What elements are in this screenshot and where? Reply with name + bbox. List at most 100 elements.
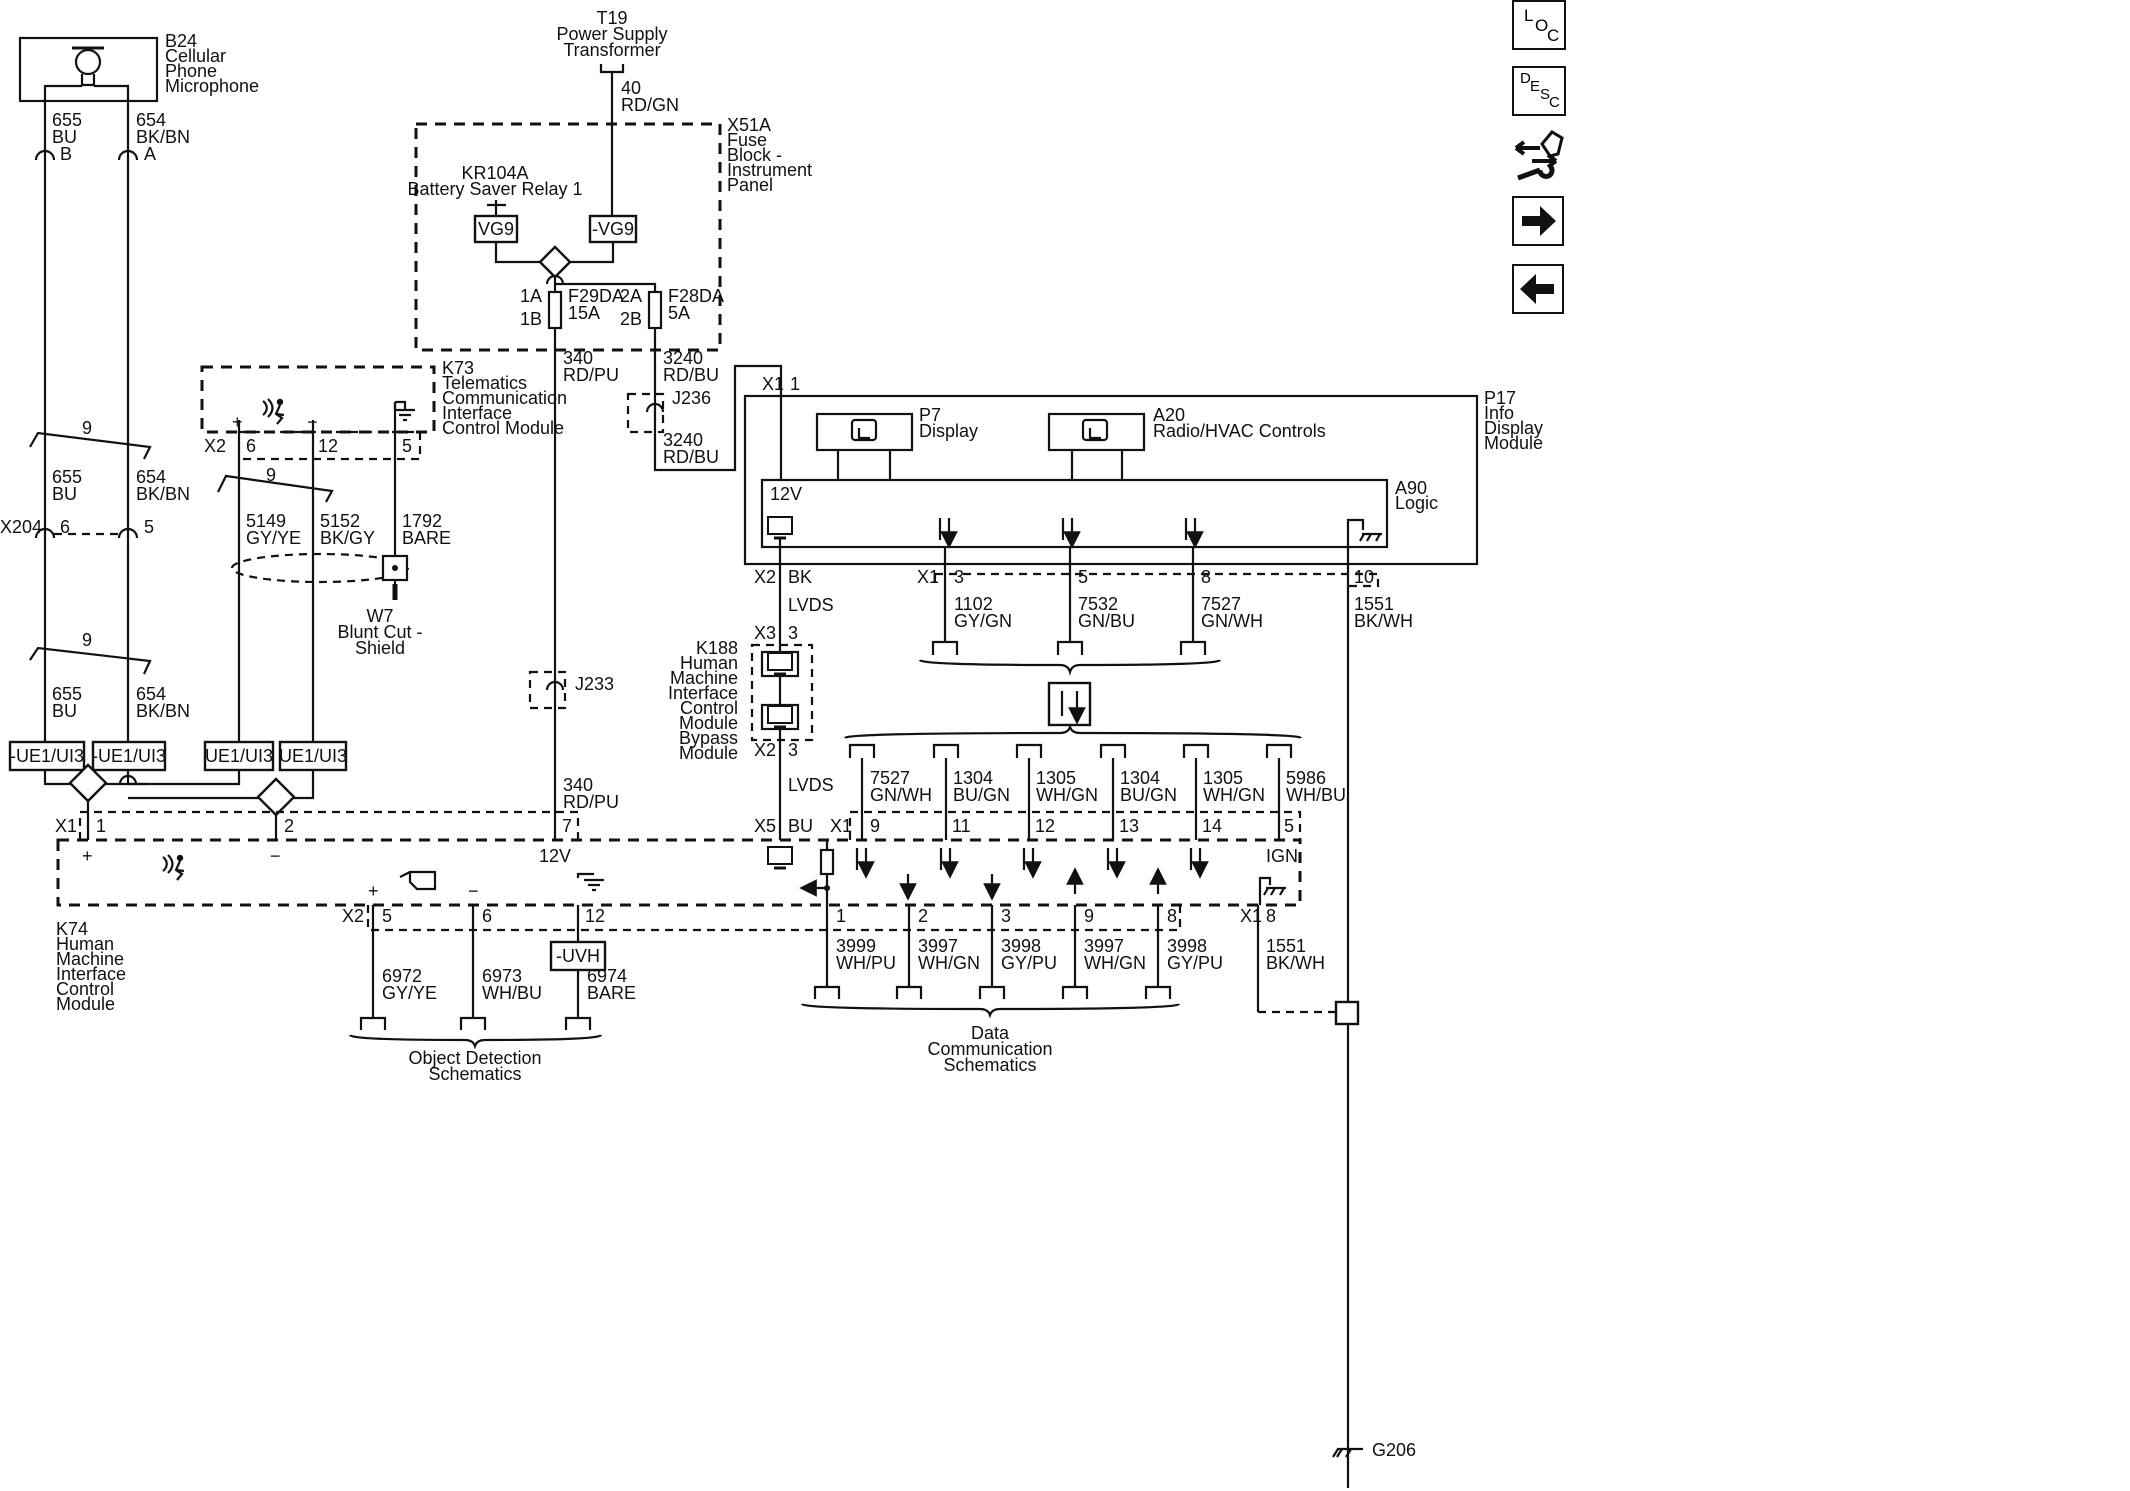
w40-num: 40 [621, 78, 641, 98]
kr104a-label-1: Battery Saver Relay 1 [407, 179, 582, 199]
x51a-label-3: Instrument [727, 160, 812, 180]
nav-desc-button[interactable]: D E S C [1512, 66, 1566, 116]
j236-label: J236 [672, 388, 711, 408]
k74-pin-9: 9 [870, 816, 880, 836]
k74-label-3: Interface [56, 964, 126, 984]
w340-num-a: 340 [563, 348, 593, 368]
k74-pin-5a: 5 [1284, 816, 1294, 836]
k74-x1-c: X1 [1240, 906, 1262, 926]
w7-label-1: Blunt Cut - [337, 622, 422, 642]
k188-label-5: Module [679, 713, 738, 733]
k73-label-2: Communication [442, 388, 567, 408]
f28-rating: 5A [668, 303, 690, 323]
k188-label-6: Bypass [679, 728, 738, 748]
mic-circuits: 655 BU 654 BK/BN B A 9 655 BU 654 BK/BN … [0, 101, 190, 770]
k73-x2: X2 [204, 436, 226, 456]
w654-col-a: BK/BN [136, 127, 190, 147]
arrow-left-icon [1520, 274, 1554, 304]
twist-count-1: 9 [82, 418, 92, 438]
w1551-col-a: BK/WH [1354, 611, 1413, 631]
w5986-num: 5986 [1286, 768, 1326, 788]
loc-letter-c: C [1547, 26, 1560, 45]
w3240-col-a: RD/BU [663, 365, 719, 385]
k188-label-3: Interface [668, 683, 738, 703]
w5986-col: WH/BU [1286, 785, 1346, 805]
f29-pin-out: 1B [520, 309, 542, 329]
w1792-col: BARE [402, 528, 451, 548]
k74-data-arrows [857, 848, 1200, 901]
x204-label: X204 [0, 517, 42, 537]
w654-num-a: 654 [136, 110, 166, 130]
k74-bu: BU [788, 816, 813, 836]
w6972-col: GY/YE [382, 983, 437, 1003]
k188-pin-3a: 3 [788, 623, 798, 643]
nav-back-button[interactable] [1512, 264, 1564, 314]
w655-col-b: BU [52, 484, 77, 504]
opt-neg-uvh: -UVH [556, 946, 600, 966]
k74-x2-pin-6: 6 [482, 906, 492, 926]
f28-pin-in: 2A [620, 286, 642, 306]
nav-tools-button[interactable] [1512, 128, 1564, 184]
g206-label: G206 [1372, 1440, 1416, 1460]
k74-pin-11: 11 [952, 816, 971, 836]
w340-col-a: RD/PU [563, 365, 619, 385]
k74-x5: X5 [754, 816, 776, 836]
k188-label-7: Module [679, 743, 738, 763]
k188-bypass-module: LVDS X3 3 K188 Human Machine Interface C… [668, 560, 834, 840]
w3998-num-a: 3998 [1001, 936, 1041, 956]
w1792-num: 1792 [402, 511, 442, 531]
f29-pin-in: 1A [520, 286, 542, 306]
w6973-col: WH/BU [482, 983, 542, 1003]
k188-label-0: K188 [696, 638, 738, 658]
k74-x1-b: X1 [830, 816, 852, 836]
circuit-340: 340 RD/PU J233 340 RD/PU [528, 328, 619, 840]
lvds-label-a: LVDS [788, 595, 834, 615]
k73-label-4: Control Module [442, 418, 564, 438]
a90-label-1: Logic [1395, 493, 1438, 513]
opt-neg-ue1-2: -UE1/UI3 [92, 746, 166, 766]
k188-label-4: Control [680, 698, 738, 718]
w655-num-b: 655 [52, 467, 82, 487]
data-comm-circuits: 1 2 3 9 8 3999 WH/PU 3997 WH/GN 3998 GY/… [800, 888, 1223, 1075]
w654-col-c: BK/BN [136, 701, 190, 721]
k74-label-5: Module [56, 994, 115, 1014]
f29-name: F29DA [568, 286, 624, 306]
w1304-num-a: 1304 [953, 768, 993, 788]
relay-pin-neg-vg9: -VG9 [592, 219, 634, 239]
p17-label-1: Info [1484, 403, 1514, 423]
w655-col-c: BU [52, 701, 77, 721]
k74-pin-2: 2 [284, 816, 294, 836]
k74-label-4: Control [56, 979, 114, 999]
p17-label-3: Module [1484, 433, 1543, 453]
k188-label-2: Machine [670, 668, 738, 688]
k74-label-1: Human [56, 934, 114, 954]
w7527-col-a: GN/WH [1201, 611, 1263, 631]
p17-label-2: Display [1484, 418, 1543, 438]
k73-pin-12: 12 [318, 436, 338, 456]
nav-forward-button[interactable] [1512, 196, 1564, 246]
w1304-num-b: 1304 [1120, 768, 1160, 788]
b24-microphone: B24 Cellular Phone Microphone [18, 31, 259, 103]
k74-label-0: K74 [56, 919, 88, 939]
ground-g206: X1 8 1551 BK/WH G206 [1240, 905, 1416, 1460]
w3997-col-a: WH/GN [918, 953, 980, 973]
w340-num-b: 340 [563, 775, 593, 795]
obj-det-ref-1: Schematics [428, 1064, 521, 1084]
t19-label-1: Power Supply [556, 24, 667, 44]
k74-obj-plus: + [368, 881, 379, 901]
x51a-fuse-block: X51A Fuse Block - Instrument Panel KR104… [407, 115, 812, 352]
f29-rating: 15A [568, 303, 600, 323]
loc-letter-l: L [1524, 6, 1534, 25]
k74-12v: 12V [539, 846, 571, 866]
w3999-num: 3999 [836, 936, 876, 956]
t19-label-2: Transformer [563, 40, 660, 60]
nav-loc-button[interactable]: L O C [1512, 0, 1566, 50]
w7527-num-b: 7527 [870, 768, 910, 788]
x204-pin-6: 6 [60, 517, 70, 537]
w3240-num-b: 3240 [663, 430, 703, 450]
w5152-col: BK/GY [320, 528, 375, 548]
w40-col: RD/GN [621, 95, 679, 115]
k74-pin-13: 13 [1119, 816, 1139, 836]
p17-pin-3: 3 [954, 567, 964, 587]
opt-ue1-1: UE1/UI3 [205, 746, 273, 766]
